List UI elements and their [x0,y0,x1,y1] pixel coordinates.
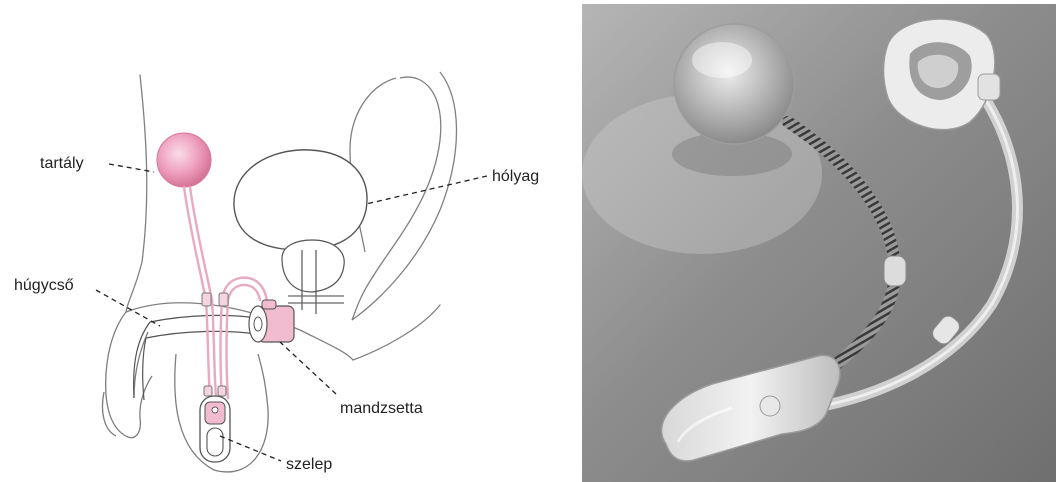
device-photo [582,4,1056,482]
label-reservoir: tartály [40,155,84,172]
label-cuff: mandzsetta [340,400,423,417]
bladder [234,150,367,250]
prostate [282,240,344,292]
photo-reservoir-sphere [672,24,794,176]
reservoir-balloon [157,133,211,187]
cuff [249,300,294,342]
label-bladder: hólyag [492,168,539,185]
label-urethra: húgycső [14,277,74,294]
urethra-penile [134,315,256,400]
anatomical-diagram: tartály hólyag húgycső mandzsetta szelep [0,0,578,482]
valve-pump [200,396,230,462]
label-valve: szelep [286,456,332,473]
photo-tube-collar [884,256,906,286]
